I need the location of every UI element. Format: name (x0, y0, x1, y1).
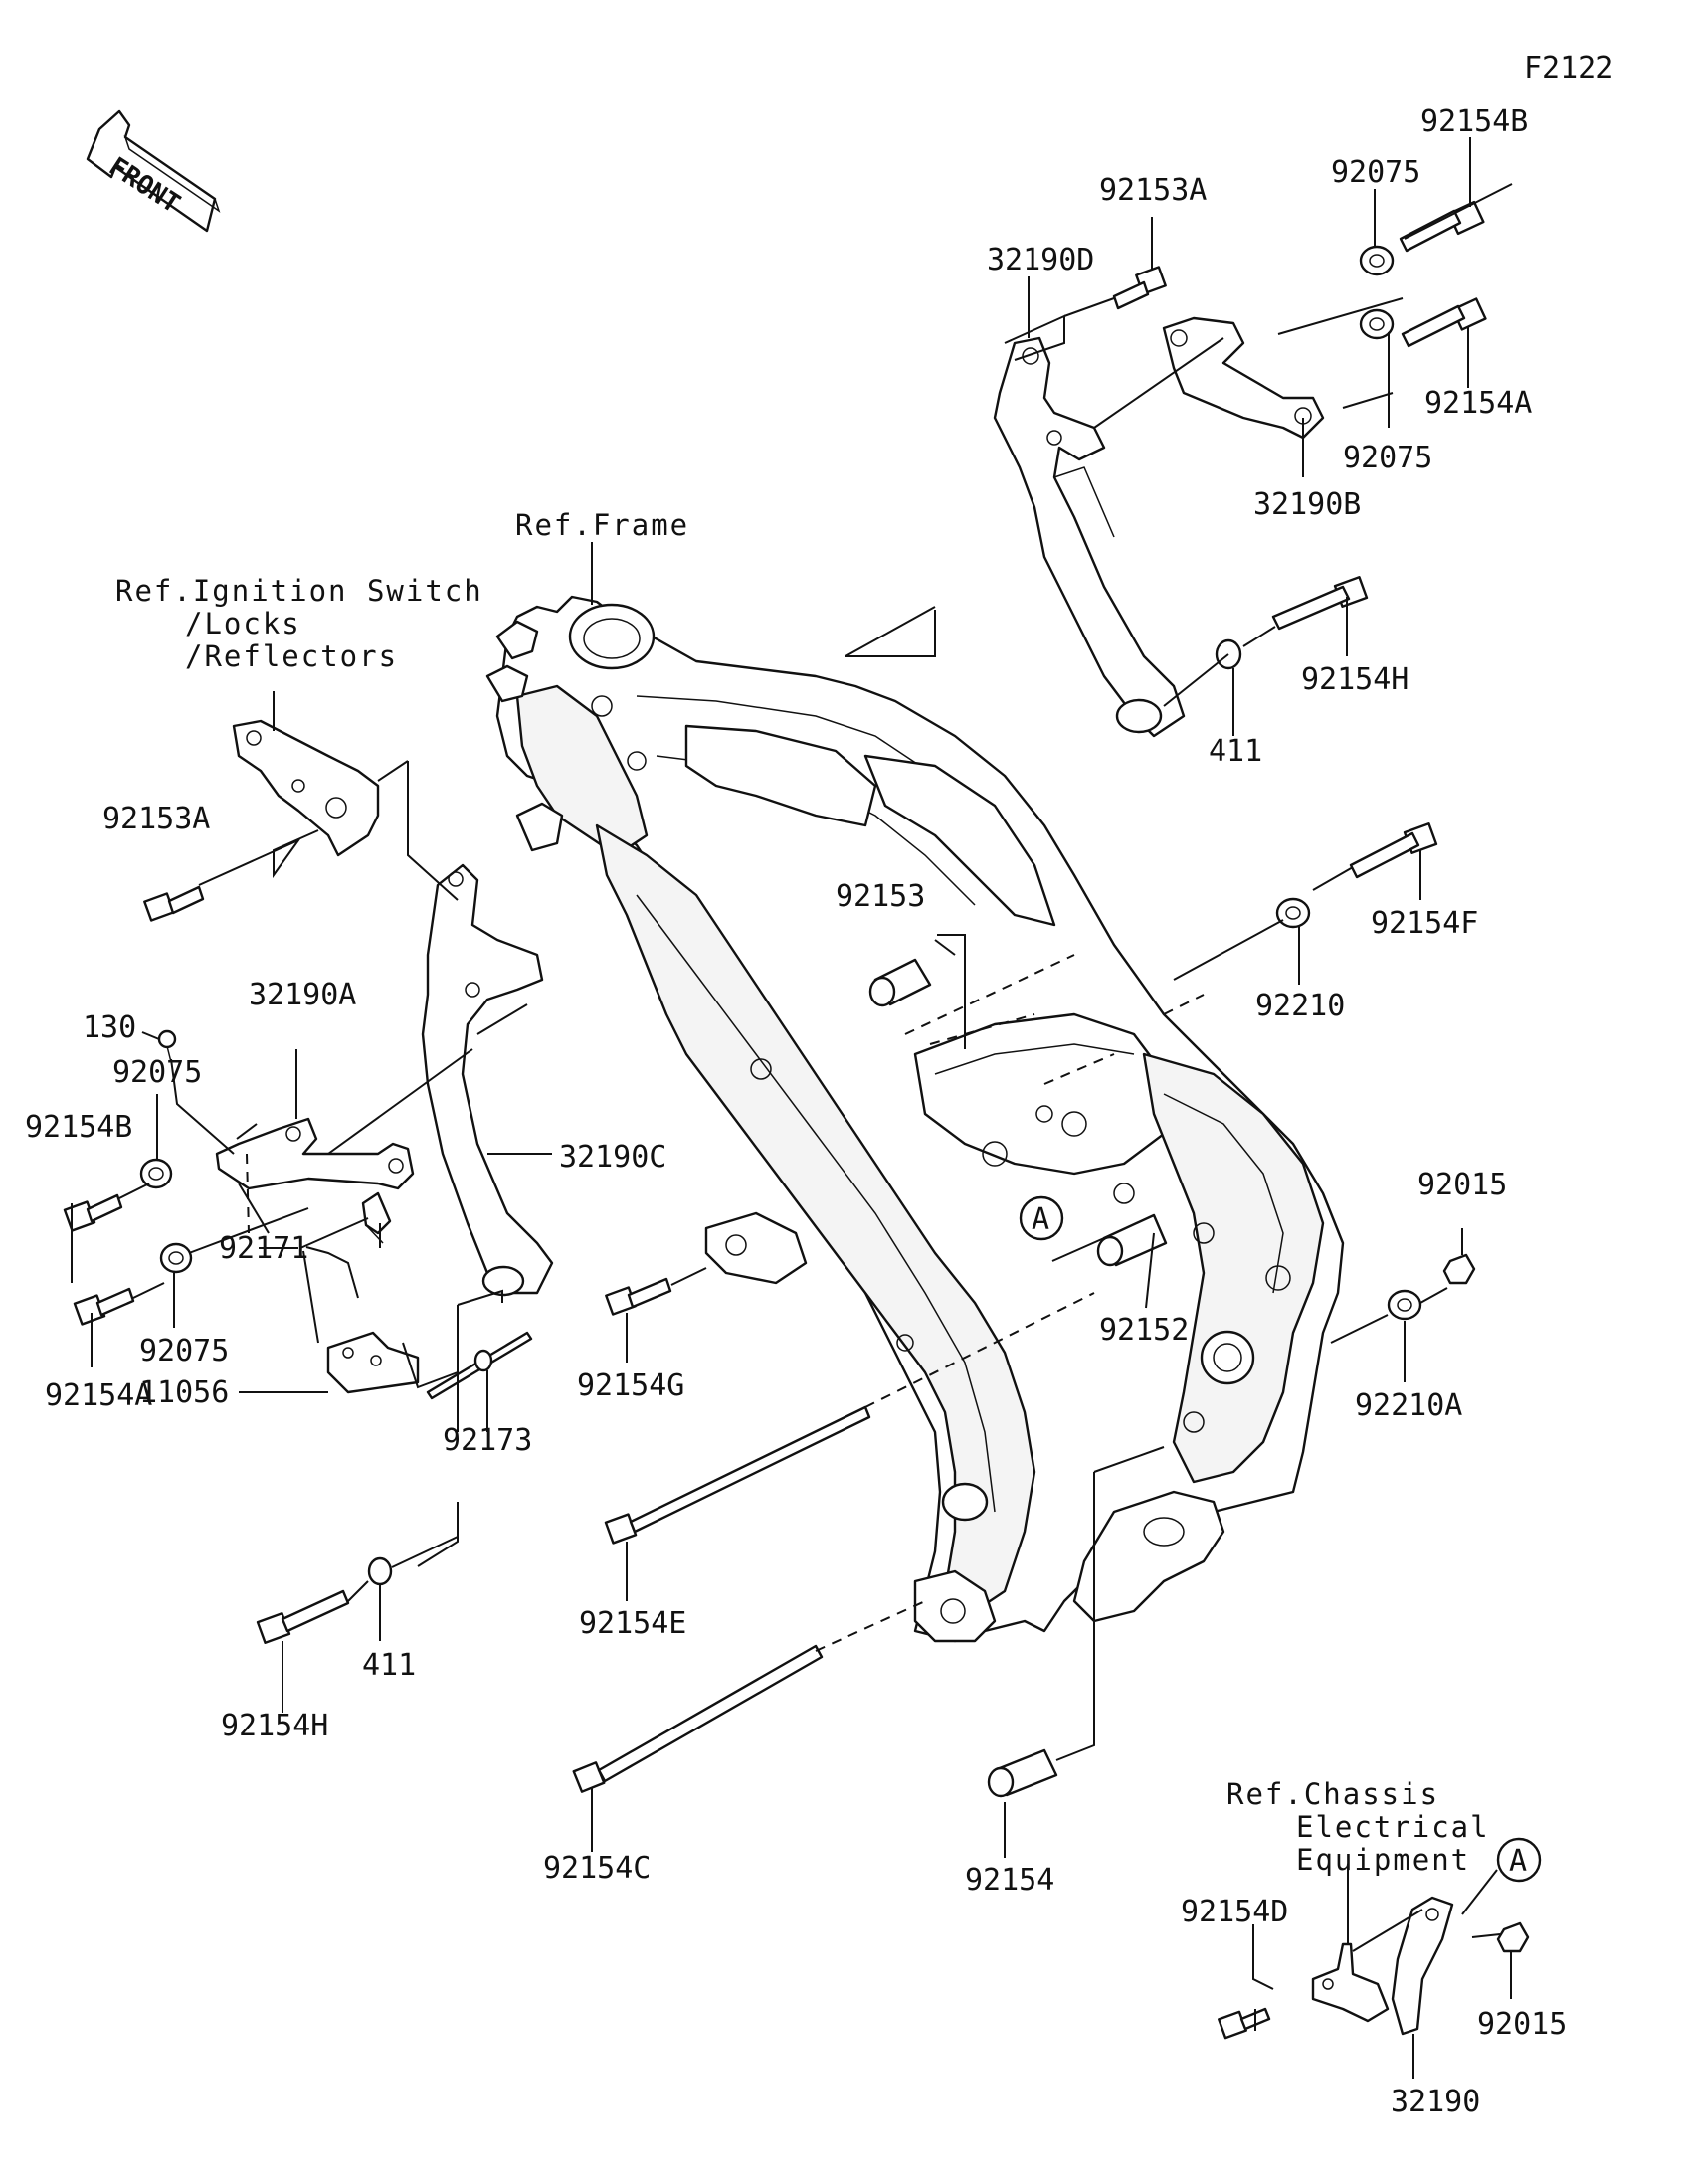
marker-a-main-label: A (1032, 1202, 1049, 1237)
part-label-92015-right: 92015 (1417, 1168, 1507, 1202)
bracket-32190C (421, 863, 554, 1297)
collar-92154 (987, 1748, 1058, 1798)
bracket-chassis-elec (1311, 1942, 1390, 2023)
nut-92210A (1387, 1289, 1422, 1321)
ref-ignition-label-2: /Locks (185, 607, 301, 640)
part-label-32190D: 32190D (987, 243, 1094, 277)
leader-lines (71, 137, 1513, 2079)
marker-a-main: A (1019, 1195, 1064, 1241)
part-label-92210: 92210 (1255, 989, 1345, 1023)
part-label-92154B-top: 92154B (1420, 104, 1528, 139)
dashed-lines (246, 954, 1205, 1652)
part-label-411-left: 411 (362, 1648, 416, 1683)
part-label-32190A: 32190A (249, 978, 356, 1012)
bolt-92153A-top (1112, 266, 1167, 310)
part-label-92154A-right: 92154A (1424, 386, 1532, 421)
part-label-92153: 92153 (836, 879, 925, 914)
bracket-32190A (215, 1117, 415, 1190)
marker-a-detail: A (1496, 1837, 1542, 1883)
part-label-92154: 92154 (965, 1863, 1054, 1898)
part-label-92173: 92173 (443, 1423, 532, 1458)
part-label-11056: 11056 (139, 1375, 229, 1410)
part-label-92075-right: 92075 (1343, 441, 1432, 475)
collar-92153 (868, 958, 932, 1007)
collar-92152 (1096, 1213, 1168, 1267)
ref-frame-label: Ref.Frame (515, 508, 689, 542)
part-label-130: 130 (83, 1010, 136, 1045)
part-label-92154D: 92154D (1181, 1895, 1288, 1929)
part-label-92154F: 92154F (1371, 906, 1478, 941)
nut-92015-bottom (1496, 1921, 1530, 1953)
bolt-92154F (1349, 822, 1438, 879)
part-label-411-right: 411 (1209, 734, 1262, 769)
part-label-92015-bottom: 92015 (1477, 2007, 1567, 2042)
part-label-92171: 92171 (219, 1231, 308, 1266)
figure-code: F2122 (1524, 51, 1613, 86)
part-label-92154B-left: 92154B (25, 1110, 132, 1145)
nut-92015-right (1442, 1253, 1476, 1285)
bracket-32190B (1162, 316, 1325, 440)
ref-chassis-label-1: Ref.Chassis (1226, 1777, 1439, 1811)
bolt-92154A-left (73, 1287, 135, 1326)
part-label-92154C: 92154C (543, 1851, 651, 1886)
part-label-92075-left2: 92075 (139, 1334, 229, 1368)
part-label-92152: 92152 (1099, 1313, 1189, 1348)
washer-92075-left2 (159, 1242, 193, 1274)
part-label-32190: 32190 (1391, 2085, 1480, 2119)
ref-chassis-label-3: Equipment (1296, 1843, 1470, 1877)
part-label-32190C: 32190C (559, 1140, 666, 1175)
part-label-92075-left1: 92075 (112, 1055, 202, 1090)
bracket-ignition (232, 719, 380, 857)
ref-ignition-label-3: /Reflectors (185, 639, 398, 673)
part-label-32190B: 32190B (1253, 487, 1361, 522)
part-label-92153A-top: 92153A (1099, 173, 1207, 208)
bolt-92154B-top (1399, 200, 1485, 253)
part-label-92153A-left: 92153A (102, 802, 210, 836)
part-label-92154E: 92154E (579, 1606, 686, 1641)
washer-92075-left1 (139, 1158, 173, 1189)
bolt-92154H-left (256, 1589, 350, 1644)
screw-130 (157, 1029, 177, 1063)
part-label-92154H-left: 92154H (221, 1709, 328, 1743)
part-label-92210A: 92210A (1355, 1388, 1462, 1423)
ref-ignition-label-1: Ref.Ignition Switch (115, 574, 483, 608)
main-frame (485, 595, 1345, 1643)
ref-chassis-label-2: Electrical (1296, 1810, 1490, 1844)
part-label-92154A-left: 92154A (45, 1378, 152, 1413)
part-label-92075-top: 92075 (1331, 155, 1420, 190)
bolt-92154B-left (63, 1193, 123, 1232)
washer-411-left (367, 1556, 393, 1586)
front-arrow-icon: FRONT (86, 109, 221, 233)
bracket-11056 (326, 1331, 420, 1394)
bolt-92154C (572, 1644, 824, 1793)
bracket-32190D (993, 336, 1186, 738)
bolt-92154E (604, 1405, 871, 1545)
part-label-92154G: 92154G (577, 1368, 684, 1403)
pin-92173 (426, 1331, 533, 1400)
bolt-92154D (1218, 2007, 1271, 2040)
washer-92075-top (1359, 245, 1395, 276)
bolt-92154A-right (1401, 297, 1487, 348)
bolt-92154G (605, 1277, 672, 1316)
washer-92075-right (1359, 308, 1395, 340)
bolt-92153A-left (143, 885, 205, 922)
bolt-92154H-right (1271, 576, 1369, 631)
marker-a-detail-label: A (1509, 1844, 1527, 1879)
bracket-32190 (1391, 1896, 1454, 2036)
nut-92210 (1275, 897, 1311, 929)
part-label-92154H-right: 92154H (1301, 662, 1409, 697)
